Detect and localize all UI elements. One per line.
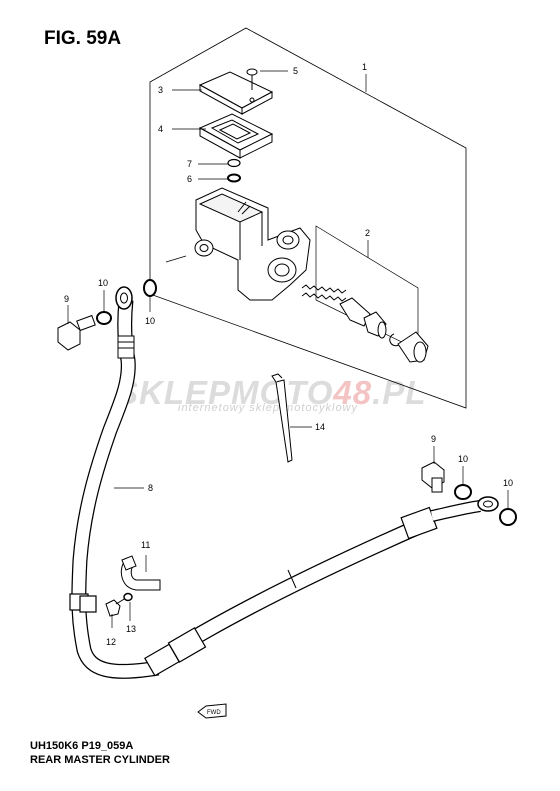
piston-kit-box-outline — [315, 225, 419, 351]
brake-hose — [144, 496, 499, 677]
callout-2: 2 — [365, 228, 370, 238]
part-5-screw — [246, 68, 258, 90]
svg-text:FWD: FWD — [207, 710, 221, 716]
part-8-hose — [69, 286, 160, 679]
leader-lines — [67, 70, 509, 628]
callout-5: 5 — [293, 66, 298, 76]
callout-3: 3 — [158, 85, 163, 95]
part-7-oring — [227, 158, 241, 168]
part-10-washer-c — [454, 484, 472, 500]
part-9-bolt-left — [57, 314, 96, 351]
part-10-washer-d — [499, 508, 517, 526]
figure-code: UH150K6 P19_059A — [30, 740, 134, 752]
callout-9a: 9 — [64, 294, 69, 304]
part-6-seal — [227, 173, 241, 183]
callout-10b: 10 — [145, 316, 155, 326]
callout-10c: 10 — [458, 454, 468, 464]
assembly-box-outline — [149, 27, 467, 409]
part-11-clamp — [120, 555, 161, 591]
callout-14: 14 — [315, 422, 325, 432]
callout-10d: 10 — [503, 478, 513, 488]
figure-name: REAR MASTER CYLINDER — [30, 754, 170, 766]
callout-8: 8 — [148, 483, 153, 493]
callout-7: 7 — [187, 159, 192, 169]
callout-6: 6 — [187, 174, 192, 184]
part-3-cap — [198, 71, 274, 115]
part-13-washer — [123, 592, 133, 602]
fwd-arrow: FWD — [197, 703, 227, 719]
part-12-bolt — [105, 597, 127, 617]
master-cylinder-body — [194, 187, 311, 301]
watermark-tagline: internetowy sklep motocyklowy — [178, 402, 359, 414]
part-10-washer-b — [143, 279, 157, 297]
callout-4: 4 — [158, 124, 163, 134]
callout-10a: 10 — [98, 278, 108, 288]
part-9-bolt-right — [421, 461, 445, 493]
part-10-washer-a — [96, 311, 112, 325]
callout-13: 13 — [126, 624, 136, 634]
callout-1: 1 — [362, 62, 367, 72]
callout-9b: 9 — [431, 434, 436, 444]
callout-12: 12 — [106, 637, 116, 647]
figure-title: FIG. 59A — [44, 28, 122, 49]
watermark-logo: SKLEPMOTO48.PL — [116, 374, 427, 411]
part-14-cable-tie — [271, 373, 293, 463]
part-4-diaphragm — [198, 113, 274, 159]
part-2-piston-spring — [301, 284, 429, 363]
callout-11: 11 — [141, 540, 150, 550]
